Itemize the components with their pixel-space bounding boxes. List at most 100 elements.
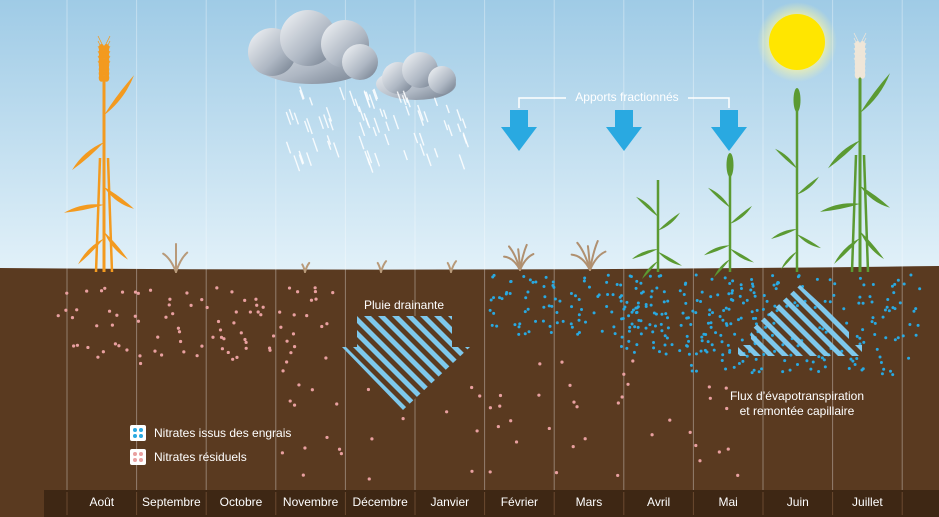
fertilizer-dot bbox=[606, 293, 610, 297]
arrow-down-icon bbox=[501, 110, 537, 151]
residual-dot bbox=[148, 288, 153, 292]
fertilizer-dot bbox=[513, 323, 517, 327]
legend-residual-label: Nitrates résiduels bbox=[154, 450, 247, 464]
fertilizer-dot bbox=[639, 281, 643, 285]
fertilizer-dot bbox=[649, 303, 653, 307]
residual-dot bbox=[287, 286, 292, 290]
residual-dot bbox=[243, 337, 247, 342]
fertilizer-dot bbox=[558, 299, 562, 303]
residual-dot bbox=[325, 322, 329, 326]
fertilizer-dot bbox=[627, 314, 631, 318]
residual-dot bbox=[560, 360, 564, 364]
residual-dot bbox=[708, 396, 712, 400]
rain-drop bbox=[306, 118, 313, 135]
fertilizer-dot bbox=[699, 299, 703, 303]
month-label: Août bbox=[89, 495, 115, 509]
fertilizer-dot bbox=[670, 343, 674, 347]
residual-dot bbox=[113, 342, 118, 346]
fertilizer-dot bbox=[570, 305, 574, 309]
residual-dot bbox=[138, 354, 142, 358]
fertilizer-dot bbox=[724, 306, 728, 310]
fertilizer-dot bbox=[772, 321, 776, 325]
fertilizer-dot bbox=[582, 279, 586, 283]
fertilizer-dot bbox=[685, 316, 689, 320]
residual-dot bbox=[583, 437, 587, 441]
residual-dot bbox=[168, 297, 172, 301]
fertilizer-dot bbox=[531, 280, 535, 284]
residual-dot bbox=[698, 459, 702, 463]
fertilizer-dot bbox=[730, 291, 734, 295]
legend-fertilizer: Nitrates issus des engrais bbox=[130, 425, 291, 441]
fertilizer-dot bbox=[630, 310, 634, 314]
rain-drop bbox=[339, 86, 345, 101]
rain-drop bbox=[358, 106, 365, 121]
month-label: Décembre bbox=[352, 495, 408, 509]
residual-dot bbox=[215, 286, 219, 290]
fertilizer-dot bbox=[699, 349, 703, 353]
residual-dot bbox=[115, 313, 119, 317]
fertilizer-dot bbox=[648, 274, 652, 278]
fertilizer-dot bbox=[561, 319, 565, 323]
rain-drop bbox=[392, 114, 400, 130]
residual-dot bbox=[296, 290, 300, 294]
fertilizer-dot bbox=[689, 322, 693, 326]
fertilizer-dot bbox=[490, 323, 494, 327]
month-label: Mai bbox=[718, 495, 738, 509]
wheat-plant-icon bbox=[376, 260, 388, 273]
fertilizer-dot bbox=[524, 296, 528, 300]
residual-dot bbox=[226, 350, 230, 355]
residual-dot bbox=[498, 393, 503, 398]
fertilizer-dot bbox=[653, 324, 657, 328]
residual-dot bbox=[95, 324, 99, 328]
fertilizer-dot bbox=[636, 301, 640, 305]
fertilizer-dot bbox=[728, 350, 732, 354]
fertilizer-dot bbox=[636, 325, 640, 329]
residual-dot bbox=[96, 355, 100, 359]
fertilizer-dot bbox=[577, 318, 581, 322]
residual-dot bbox=[717, 450, 721, 454]
fertilizer-dot bbox=[694, 369, 698, 373]
fertilizer-dot bbox=[620, 294, 624, 298]
residual-dot bbox=[575, 405, 579, 409]
wheat-plant-icon bbox=[446, 260, 458, 273]
fertilizer-dot bbox=[879, 360, 883, 364]
rain-drop bbox=[326, 135, 332, 145]
fertilizer-dot bbox=[873, 321, 877, 325]
fertilizer-dot bbox=[694, 352, 698, 356]
residual-dot bbox=[86, 345, 90, 350]
fertilizer-dot bbox=[813, 306, 817, 310]
fertilizer-dot bbox=[775, 309, 779, 313]
cloud-icon bbox=[376, 52, 456, 100]
fertilizer-dot bbox=[639, 332, 643, 336]
fertilizer-dot bbox=[500, 297, 504, 301]
fertilizer-dot bbox=[657, 274, 661, 278]
fertilizer-dot bbox=[648, 323, 652, 327]
rain-drop bbox=[373, 117, 381, 133]
fertilizer-dot bbox=[727, 307, 731, 311]
fertilizer-dot bbox=[505, 291, 509, 295]
fertilizer-dot bbox=[631, 308, 635, 312]
fertilizer-dot bbox=[886, 298, 890, 302]
rain-drop bbox=[364, 150, 371, 166]
fertilizer-dot bbox=[858, 295, 862, 299]
fertilizer-dot bbox=[587, 285, 591, 289]
fertilizer-dot bbox=[492, 311, 496, 315]
fertilizer-dot bbox=[739, 286, 743, 290]
fertilizer-dot bbox=[797, 274, 801, 278]
fertilizer-dot bbox=[628, 325, 632, 329]
fertilizer-dot bbox=[710, 277, 714, 281]
residual-dot bbox=[554, 471, 559, 475]
fertilizer-dot bbox=[805, 359, 809, 363]
month-label: Octobre bbox=[219, 495, 263, 509]
residual-dot bbox=[626, 382, 630, 386]
fertilizer-dot bbox=[737, 361, 741, 365]
arrow-down-icon bbox=[606, 110, 642, 151]
fertilizer-dot bbox=[650, 289, 654, 293]
fertilizer-dot bbox=[522, 275, 526, 279]
fertilizer-dot bbox=[652, 311, 656, 315]
fertilizer-dot bbox=[576, 332, 580, 336]
residual-dot bbox=[133, 314, 137, 318]
fertilizer-dot bbox=[659, 322, 663, 326]
residual-dot bbox=[171, 312, 175, 316]
fertilizer-dot bbox=[871, 283, 875, 287]
